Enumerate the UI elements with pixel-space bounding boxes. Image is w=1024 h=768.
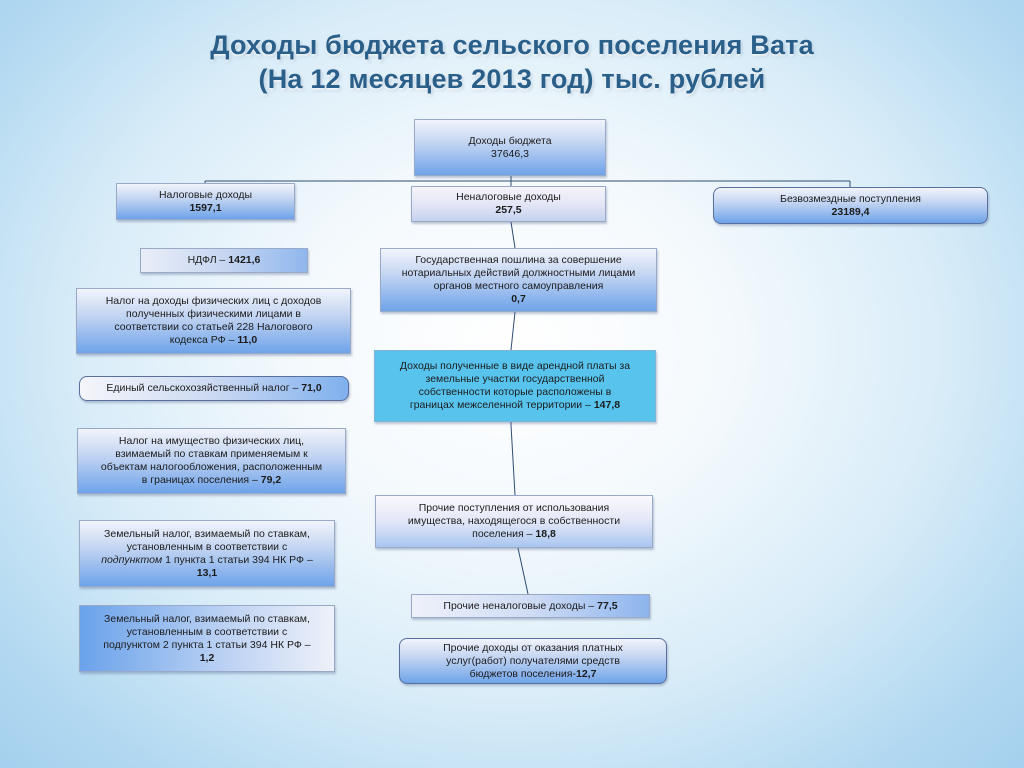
tax-income-label: Налоговые доходы bbox=[158, 188, 253, 201]
property-tax-line3: объектам налогообложения, расположенным bbox=[100, 461, 323, 473]
other-nontax-box: Прочие неналоговые доходы – 77,5 bbox=[411, 594, 650, 618]
land-tax-1-rest: 1 пункта 1 статьи 394 НК РФ – bbox=[162, 553, 313, 566]
property-use-line2: имущества, находящегося в собственности bbox=[407, 515, 621, 527]
chart-title-line2: (На 12 месяцев 2013 год) тыс. рублей bbox=[258, 64, 766, 94]
state-duty-line1: Государственная пошлина за совершение bbox=[415, 254, 622, 266]
root-value: 37646,3 bbox=[491, 147, 529, 160]
property-use-income-box: Прочие поступления от использования имущ… bbox=[375, 495, 653, 548]
agricultural-tax-value: 71,0 bbox=[301, 382, 322, 394]
land-tax-2-box: Земельный налог, взимаемый по ставкам, у… bbox=[79, 605, 335, 672]
ndfl-box: НДФЛ – 1421,6 bbox=[140, 248, 308, 273]
root-label: Доходы бюджета bbox=[468, 134, 552, 147]
nontax-income-box: Неналоговые доходы 257,5 bbox=[411, 186, 606, 222]
state-duty-value: 0,7 bbox=[511, 293, 526, 305]
property-use-value: 18,8 bbox=[535, 528, 556, 540]
other-nontax-label: Прочие неналоговые доходы – bbox=[443, 599, 595, 612]
rent-income-line3: собственности которые расположены в bbox=[418, 386, 612, 398]
land-tax-2-line3: подпунктом 2 пункта 1 статьи 394 НК РФ – bbox=[103, 638, 311, 651]
property-tax-line4: в границах поселения – bbox=[141, 474, 258, 486]
rent-income-line1: Доходы полученные в виде арендной платы … bbox=[399, 360, 631, 372]
other-nontax-value: 77,5 bbox=[597, 599, 618, 612]
land-tax-1-italic: подпунктом bbox=[101, 553, 163, 566]
property-tax-line2: взимаемый по ставкам применяемым к bbox=[115, 448, 308, 460]
gratuitous-value: 23189,4 bbox=[831, 205, 870, 218]
land-tax-1-line2: установленным в соответствии с bbox=[126, 540, 288, 553]
land-tax-1-box: Земельный налог, взимаемый по ставкам, у… bbox=[79, 520, 335, 587]
rent-income-line2: земельные участки государственной bbox=[425, 373, 605, 385]
agricultural-tax-label: Единый сельскохозяйственный налог – bbox=[106, 382, 299, 394]
ndfl-228-value: 11,0 bbox=[237, 334, 258, 346]
paid-services-line1: Прочие доходы от оказания платных bbox=[443, 641, 623, 654]
property-tax-value: 79,2 bbox=[260, 474, 282, 486]
land-tax-1-line1: Земельный налог, взимаемый по ставкам, bbox=[104, 527, 310, 540]
gratuitous-label: Безвозмездные поступления bbox=[780, 192, 921, 205]
property-tax-line1: Налог на имущество физических лиц, bbox=[118, 435, 305, 447]
rent-income-box: Доходы полученные в виде арендной платы … bbox=[374, 350, 656, 422]
ndfl-228-line2: полученных физическими лицами в bbox=[126, 308, 301, 320]
state-duty-line2: нотариальных действий должностными лицам… bbox=[401, 267, 636, 279]
land-tax-2-line1: Земельный налог, взимаемый по ставкам, bbox=[104, 612, 310, 625]
property-use-line1: Прочие поступления от использования bbox=[418, 502, 610, 514]
paid-services-value: 12,7 bbox=[575, 667, 597, 680]
ndfl-label: НДФЛ – bbox=[187, 254, 226, 266]
ndfl-value: 1421,6 bbox=[228, 254, 261, 266]
property-tax-box: Налог на имущество физических лиц, взима… bbox=[77, 428, 346, 494]
tax-income-value: 1597,1 bbox=[189, 201, 222, 214]
gratuitous-income-box: Безвозмездные поступления 23189,4 bbox=[713, 187, 988, 224]
root-budget-income-box: Доходы бюджета 37646,3 bbox=[414, 119, 606, 176]
rent-income-value: 147,8 bbox=[593, 399, 621, 411]
paid-services-line3: бюджетов поселения- bbox=[469, 667, 576, 680]
tax-income-box: Налоговые доходы 1597,1 bbox=[116, 183, 295, 220]
ndfl-228-line3: соответствии со статьей 228 Налогового bbox=[114, 321, 313, 333]
nontax-income-label: Неналоговые доходы bbox=[456, 191, 561, 203]
paid-services-box: Прочие доходы от оказания платных услуг(… bbox=[399, 638, 667, 684]
agricultural-tax-box: Единый сельскохозяйственный налог – 71,0 bbox=[79, 376, 349, 401]
ndfl-228-box: Налог на доходы физических лиц с доходов… bbox=[76, 288, 351, 354]
nontax-income-value: 257,5 bbox=[495, 204, 522, 216]
property-use-line3: поселения – bbox=[472, 528, 533, 540]
land-tax-1-value: 13,1 bbox=[196, 566, 218, 579]
paid-services-line2: услуг(работ) получателями средств bbox=[446, 654, 620, 667]
land-tax-2-value: 1,2 bbox=[199, 651, 215, 664]
ndfl-228-line1: Налог на доходы физических лиц с доходов bbox=[105, 295, 322, 307]
land-tax-2-line2: установленным в соответствии с bbox=[126, 625, 288, 638]
rent-income-line4: границах межселенной территории – bbox=[409, 399, 591, 411]
state-duty-line3: органов местного самоуправления bbox=[433, 280, 604, 292]
state-duty-box: Государственная пошлина за совершение но… bbox=[380, 248, 657, 312]
ndfl-228-line4: кодекса РФ – bbox=[169, 334, 235, 346]
chart-title-line1: Доходы бюджета сельского поселения Вата bbox=[210, 30, 814, 60]
